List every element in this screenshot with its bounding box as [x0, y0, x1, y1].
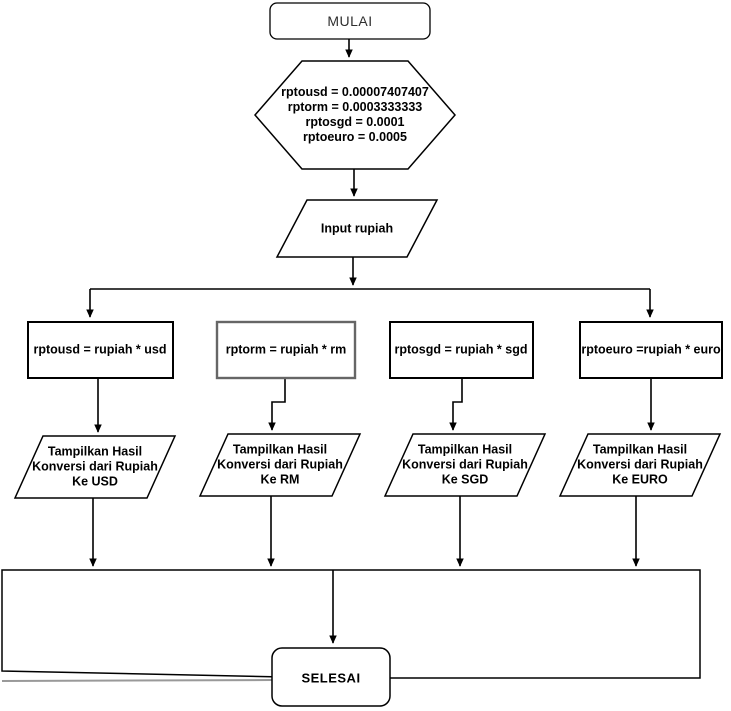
connector-process-sgd-to-output-sgd[interactable] — [449, 378, 463, 431]
start-node-shape[interactable] — [269, 2, 431, 40]
output-sgd-parallelogram[interactable] — [383, 433, 547, 497]
connector-end-left-gray[interactable] — [1, 679, 273, 682]
output-euro-parallelogram[interactable] — [558, 433, 722, 497]
process-sgd-box[interactable] — [389, 321, 534, 379]
process-rm-box[interactable] — [215, 320, 357, 380]
init-hexagon-shape[interactable] — [254, 60, 456, 170]
end-node-shape[interactable] — [271, 647, 391, 707]
output-rm-parallelogram[interactable] — [198, 433, 362, 497]
collector-rectangle[interactable] — [1, 569, 701, 679]
output-usd-parallelogram[interactable] — [13, 435, 177, 499]
process-usd-box[interactable] — [27, 321, 174, 379]
connector-process-rm-to-output-rm[interactable] — [268, 378, 286, 431]
input-parallelogram-shape[interactable] — [275, 199, 439, 258]
process-euro-box[interactable] — [579, 321, 723, 379]
